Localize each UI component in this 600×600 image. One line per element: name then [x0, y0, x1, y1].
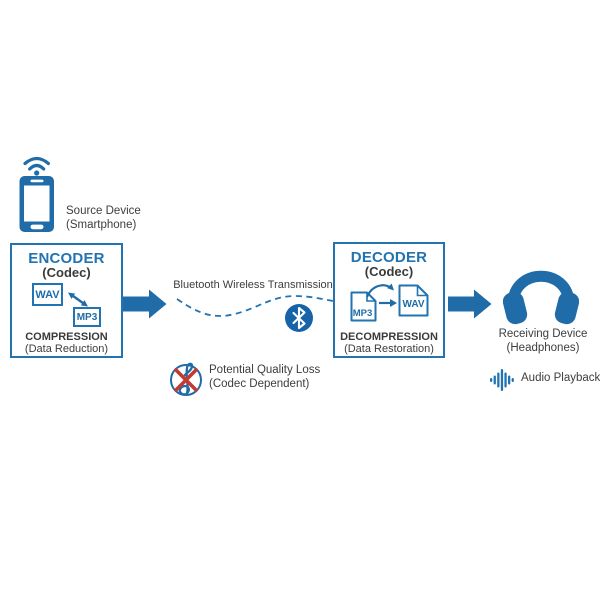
- wav-file-icon: WAV: [398, 284, 429, 317]
- headphones-icon: [503, 270, 579, 325]
- smartphone-icon: [19, 176, 54, 232]
- flow-arrow-encoder-to-transmission-icon: [123, 289, 167, 319]
- encoder-title: ENCODER: [28, 250, 105, 267]
- quality-loss-line1: Potential Quality Loss: [209, 364, 321, 376]
- decoder-process-label: DECOMPRESSION: [340, 331, 438, 343]
- decode-straight-arrow-icon: [379, 299, 397, 307]
- source-device-line1: Source Device: [66, 205, 141, 217]
- decode-curved-arrow-icon: [365, 283, 394, 298]
- mp3-file-label: MP3: [353, 308, 373, 319]
- flow-arrow-decoder-to-receiver-icon: [448, 289, 492, 319]
- wav-file-label: WAV: [402, 299, 424, 310]
- encoder-subtitle: (Codec): [42, 265, 91, 280]
- quality-loss-label: Potential Quality Loss (Codec Dependent): [209, 364, 320, 391]
- quality-loss-line2: (Codec Dependent): [209, 377, 310, 390]
- decoder-title: DECODER: [350, 249, 428, 266]
- encoder-mp3-box: MP3: [73, 307, 101, 327]
- encoder-wav-box: WAV: [32, 283, 63, 306]
- decoder-box: DECODER (Codec) MP3 WAV DECOMPRESSION (D…: [333, 242, 445, 358]
- source-device-line2: (Smartphone): [66, 218, 137, 231]
- wifi-signal-icon: [23, 156, 50, 171]
- decoder-process-note: (Data Restoration): [344, 343, 434, 355]
- decoder-subtitle: (Codec): [364, 264, 414, 279]
- encoder-process-label: COMPRESSION: [25, 331, 108, 343]
- smartphone-wifi-icon: [19, 156, 54, 232]
- receiving-device-line2: (Headphones): [506, 341, 580, 354]
- quality-loss-icon: [170, 362, 202, 396]
- receiving-device-label: Receiving Device (Headphones): [483, 328, 600, 355]
- encoder-process-note: (Data Reduction): [24, 343, 109, 355]
- audio-waveform-icon: [490, 369, 514, 391]
- encode-conversion-arrow-icon: [68, 292, 88, 307]
- mp3-file-icon: MP3: [350, 291, 377, 322]
- receiving-device-line1: Receiving Device: [498, 328, 588, 340]
- transmission-label: Bluetooth Wireless Transmission: [173, 279, 333, 291]
- source-device-label: Source Device (Smartphone): [66, 205, 141, 232]
- audio-playback-label: Audio Playback: [521, 372, 600, 384]
- red-x-icon: [174, 368, 198, 392]
- bluetooth-icon: [285, 304, 313, 332]
- dashed-wave-line-icon: [176, 295, 334, 317]
- encoder-box: ENCODER (Codec) WAV MP3 COMPRESSION (Dat…: [10, 243, 123, 358]
